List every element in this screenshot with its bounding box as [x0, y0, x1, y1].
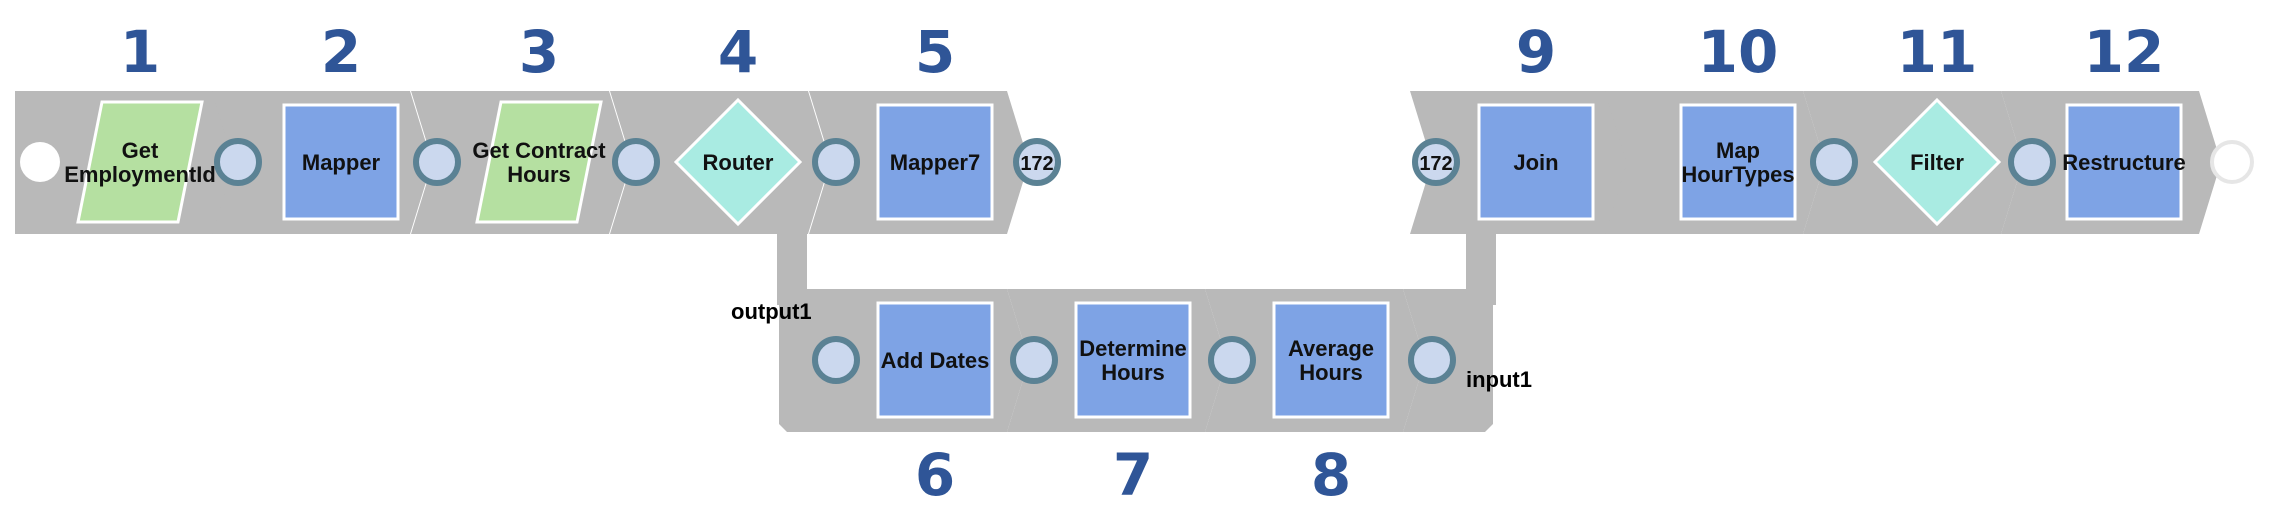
snap-number: 5	[915, 18, 955, 86]
snap-label: EmploymentId	[64, 162, 216, 187]
mapper-snap-icon	[2065, 103, 2183, 221]
snap-router[interactable]: Router	[673, 97, 803, 227]
snap-label: Get Contract	[472, 138, 606, 163]
port-icon[interactable]	[214, 138, 262, 186]
snap-label: Join	[1513, 150, 1558, 175]
mapper-snap-icon	[876, 301, 994, 419]
snap-label: Add Dates	[881, 348, 990, 373]
port-icon[interactable]	[1408, 336, 1456, 384]
pipeline-start-port-icon[interactable]	[20, 142, 60, 182]
snap-label: Hours	[507, 162, 571, 187]
mapper-snap-icon	[1477, 103, 1595, 221]
snap-restructure[interactable]: Restructure	[2062, 103, 2186, 221]
snap-label: Map	[1716, 138, 1760, 163]
snap-label: Mapper7	[890, 150, 980, 175]
snap-label: HourTypes	[1681, 162, 1794, 187]
snap-number: 2	[321, 18, 361, 86]
port-icon[interactable]	[413, 138, 461, 186]
port-icon[interactable]	[2008, 138, 2056, 186]
port-icon[interactable]	[1810, 138, 1858, 186]
snap-add-dates[interactable]: Add Dates	[876, 301, 994, 419]
port-icon[interactable]	[612, 138, 660, 186]
snap-number: 6	[915, 441, 955, 509]
snap-number: 12	[2084, 18, 2165, 86]
port-icon[interactable]	[812, 138, 860, 186]
port-icon[interactable]	[812, 336, 860, 384]
snap-number: 11	[1897, 18, 1978, 86]
read-snap-icon	[76, 100, 204, 224]
port-icon[interactable]	[1010, 336, 1058, 384]
port-icon[interactable]	[1208, 336, 1256, 384]
open-output-port-icon[interactable]	[2210, 140, 2254, 184]
snap-number: 10	[1698, 18, 1779, 86]
snap-label: Restructure	[2062, 150, 2185, 175]
snap-label: Router	[703, 150, 774, 175]
snap-label: Hours	[1101, 360, 1165, 385]
mapper-snap-icon	[1272, 301, 1390, 419]
snap-number: 1	[120, 18, 160, 86]
snap-mapper7[interactable]: Mapper7	[876, 103, 994, 221]
mapper7-output-port-icon[interactable]	[1013, 138, 1061, 186]
snap-label: Get	[122, 138, 159, 163]
snap-filter[interactable]: Filter	[1872, 97, 2002, 227]
snap-label: Mapper	[302, 150, 381, 175]
router-output-label: output1	[731, 299, 812, 324]
snap-label: Determine	[1079, 336, 1187, 361]
snap-label: Hours	[1299, 360, 1363, 385]
read-snap-icon	[475, 100, 603, 224]
router-snap-icon	[1872, 97, 2002, 227]
snap-label: Filter	[1910, 150, 1964, 175]
snap-number: 8	[1311, 441, 1351, 509]
snap-number: 4	[718, 18, 758, 86]
router-snap-icon	[673, 97, 803, 227]
join-input-document-count: 172	[1419, 153, 1452, 175]
snap-number: 7	[1113, 441, 1153, 509]
join-input-label: input1	[1466, 367, 1532, 392]
snap-number: 9	[1516, 18, 1556, 86]
snap-mapper[interactable]: Mapper	[282, 103, 400, 221]
ports	[20, 138, 2254, 384]
snap-join[interactable]: Join	[1477, 103, 1595, 221]
join-input-port-icon[interactable]	[1412, 138, 1460, 186]
mapper-snap-icon	[1679, 103, 1797, 221]
mapper7-document-count: 172	[1020, 153, 1053, 175]
mapper-snap-icon	[1074, 301, 1192, 419]
snap-number: 3	[519, 18, 559, 86]
snap-label: Average	[1288, 336, 1374, 361]
mapper-snap-icon	[876, 103, 994, 221]
mapper-snap-icon	[282, 103, 400, 221]
